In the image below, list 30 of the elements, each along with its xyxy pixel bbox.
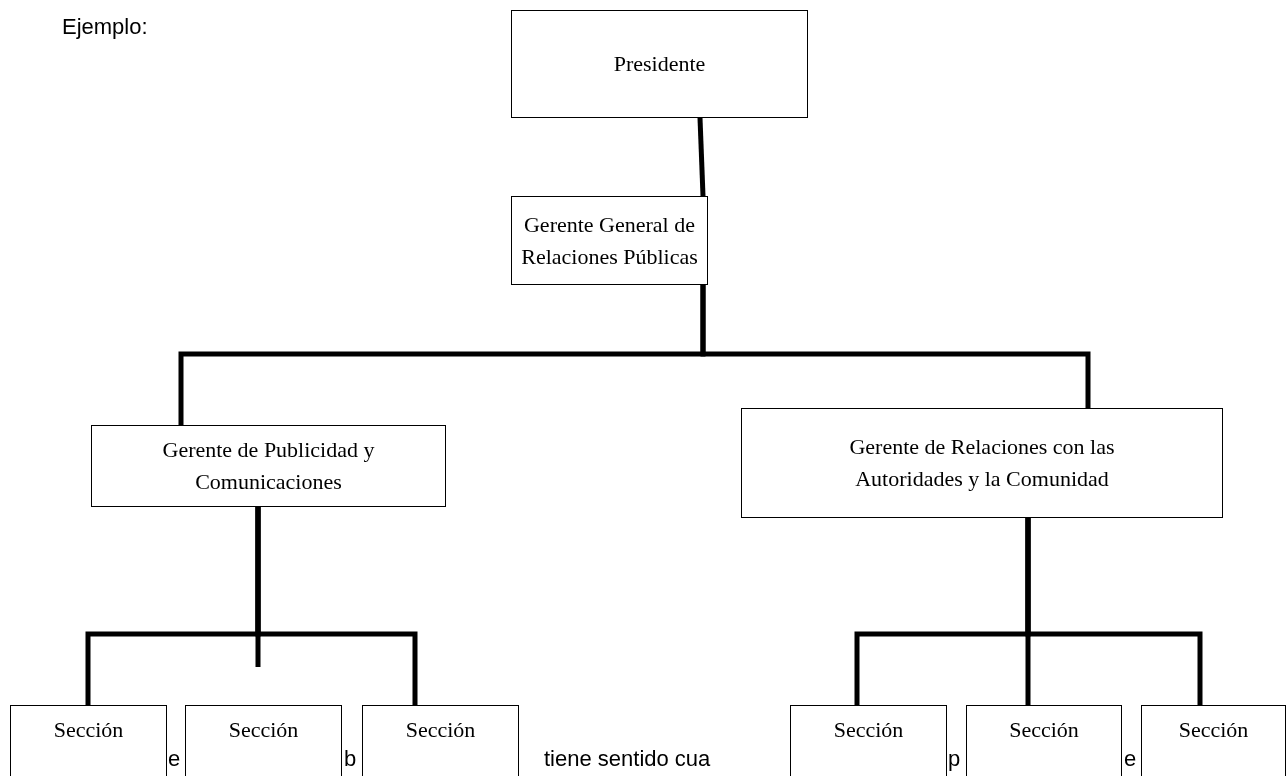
org-box	[741, 408, 1223, 518]
org-box	[1141, 705, 1286, 776]
position-title: Sección	[405, 716, 476, 744]
org-box	[511, 10, 808, 118]
connector-line	[697, 117, 706, 197]
text-fragment: b	[344, 746, 357, 772]
position-title: Sección	[53, 716, 124, 744]
text-fragment: p	[948, 746, 961, 772]
heading-text: Ejemplo:	[62, 14, 148, 40]
text-fragment: tiene sentido cua	[544, 746, 711, 772]
org-box	[185, 705, 342, 776]
position-title: Sección	[1009, 716, 1079, 744]
connector-line	[255, 507, 418, 705]
position-title: Gerente de Publicidad y Comunicaciones	[161, 436, 376, 496]
position-title: Sección	[1178, 716, 1249, 744]
org-box	[91, 425, 446, 507]
org-box	[966, 705, 1122, 776]
org-box	[790, 705, 947, 776]
text-fragment: e	[168, 746, 181, 772]
connector-line	[1025, 518, 1203, 705]
org-box	[511, 196, 708, 285]
org-box	[362, 705, 519, 776]
position-title: Gerente de Relaciones con las Autoridades y la Comunidad	[848, 433, 1116, 493]
position-title: Presidente	[613, 50, 706, 79]
connector-line	[700, 285, 1091, 408]
position-title: Sección	[833, 716, 904, 744]
position-title: Gerente General de Relaciones Públicas	[520, 210, 699, 271]
org-box	[10, 705, 167, 776]
text-fragment: e	[1124, 746, 1137, 772]
position-title: Sección	[228, 716, 299, 744]
